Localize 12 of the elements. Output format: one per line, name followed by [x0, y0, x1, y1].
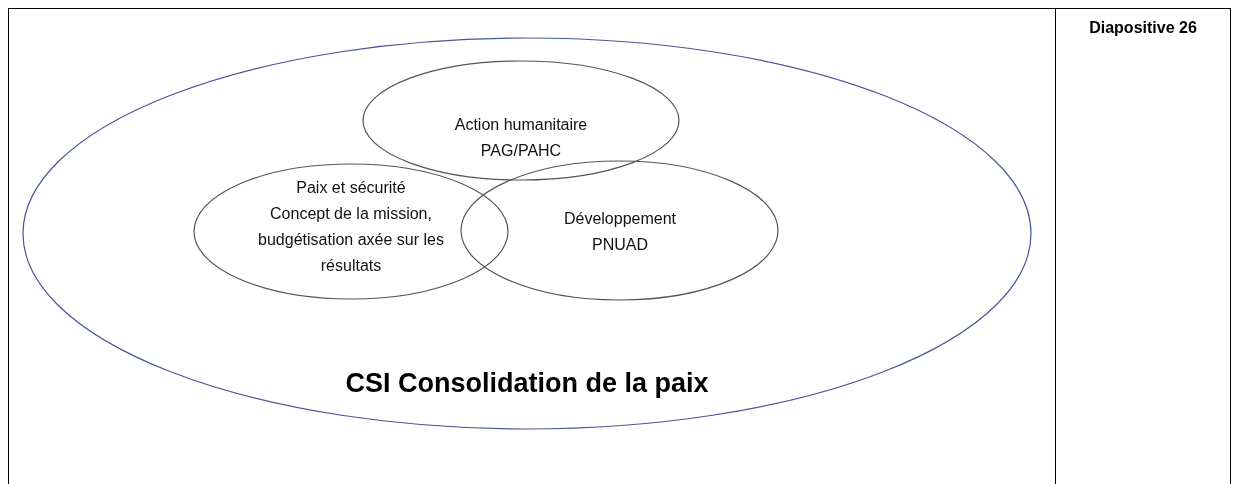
circle-text: PAG/PAHC: [480, 141, 562, 161]
ellipse-label: CSI Consolidation de la paix: [345, 367, 709, 400]
ellipse: [193, 163, 509, 300]
circle-heading: Développement: [563, 209, 677, 229]
circle-text: Concept de la mission, budgétisation axée sur les résultats: [257, 204, 445, 276]
slide-number: Diapositive 26: [1089, 18, 1197, 38]
ellipse: [362, 60, 680, 181]
ellipse: [460, 160, 779, 301]
ellipse: [22, 37, 1032, 430]
circle-heading: Paix et sécurité: [296, 178, 406, 198]
circle-heading: Action humanitaire: [454, 115, 588, 135]
circle-text: PNUAD: [592, 235, 648, 255]
